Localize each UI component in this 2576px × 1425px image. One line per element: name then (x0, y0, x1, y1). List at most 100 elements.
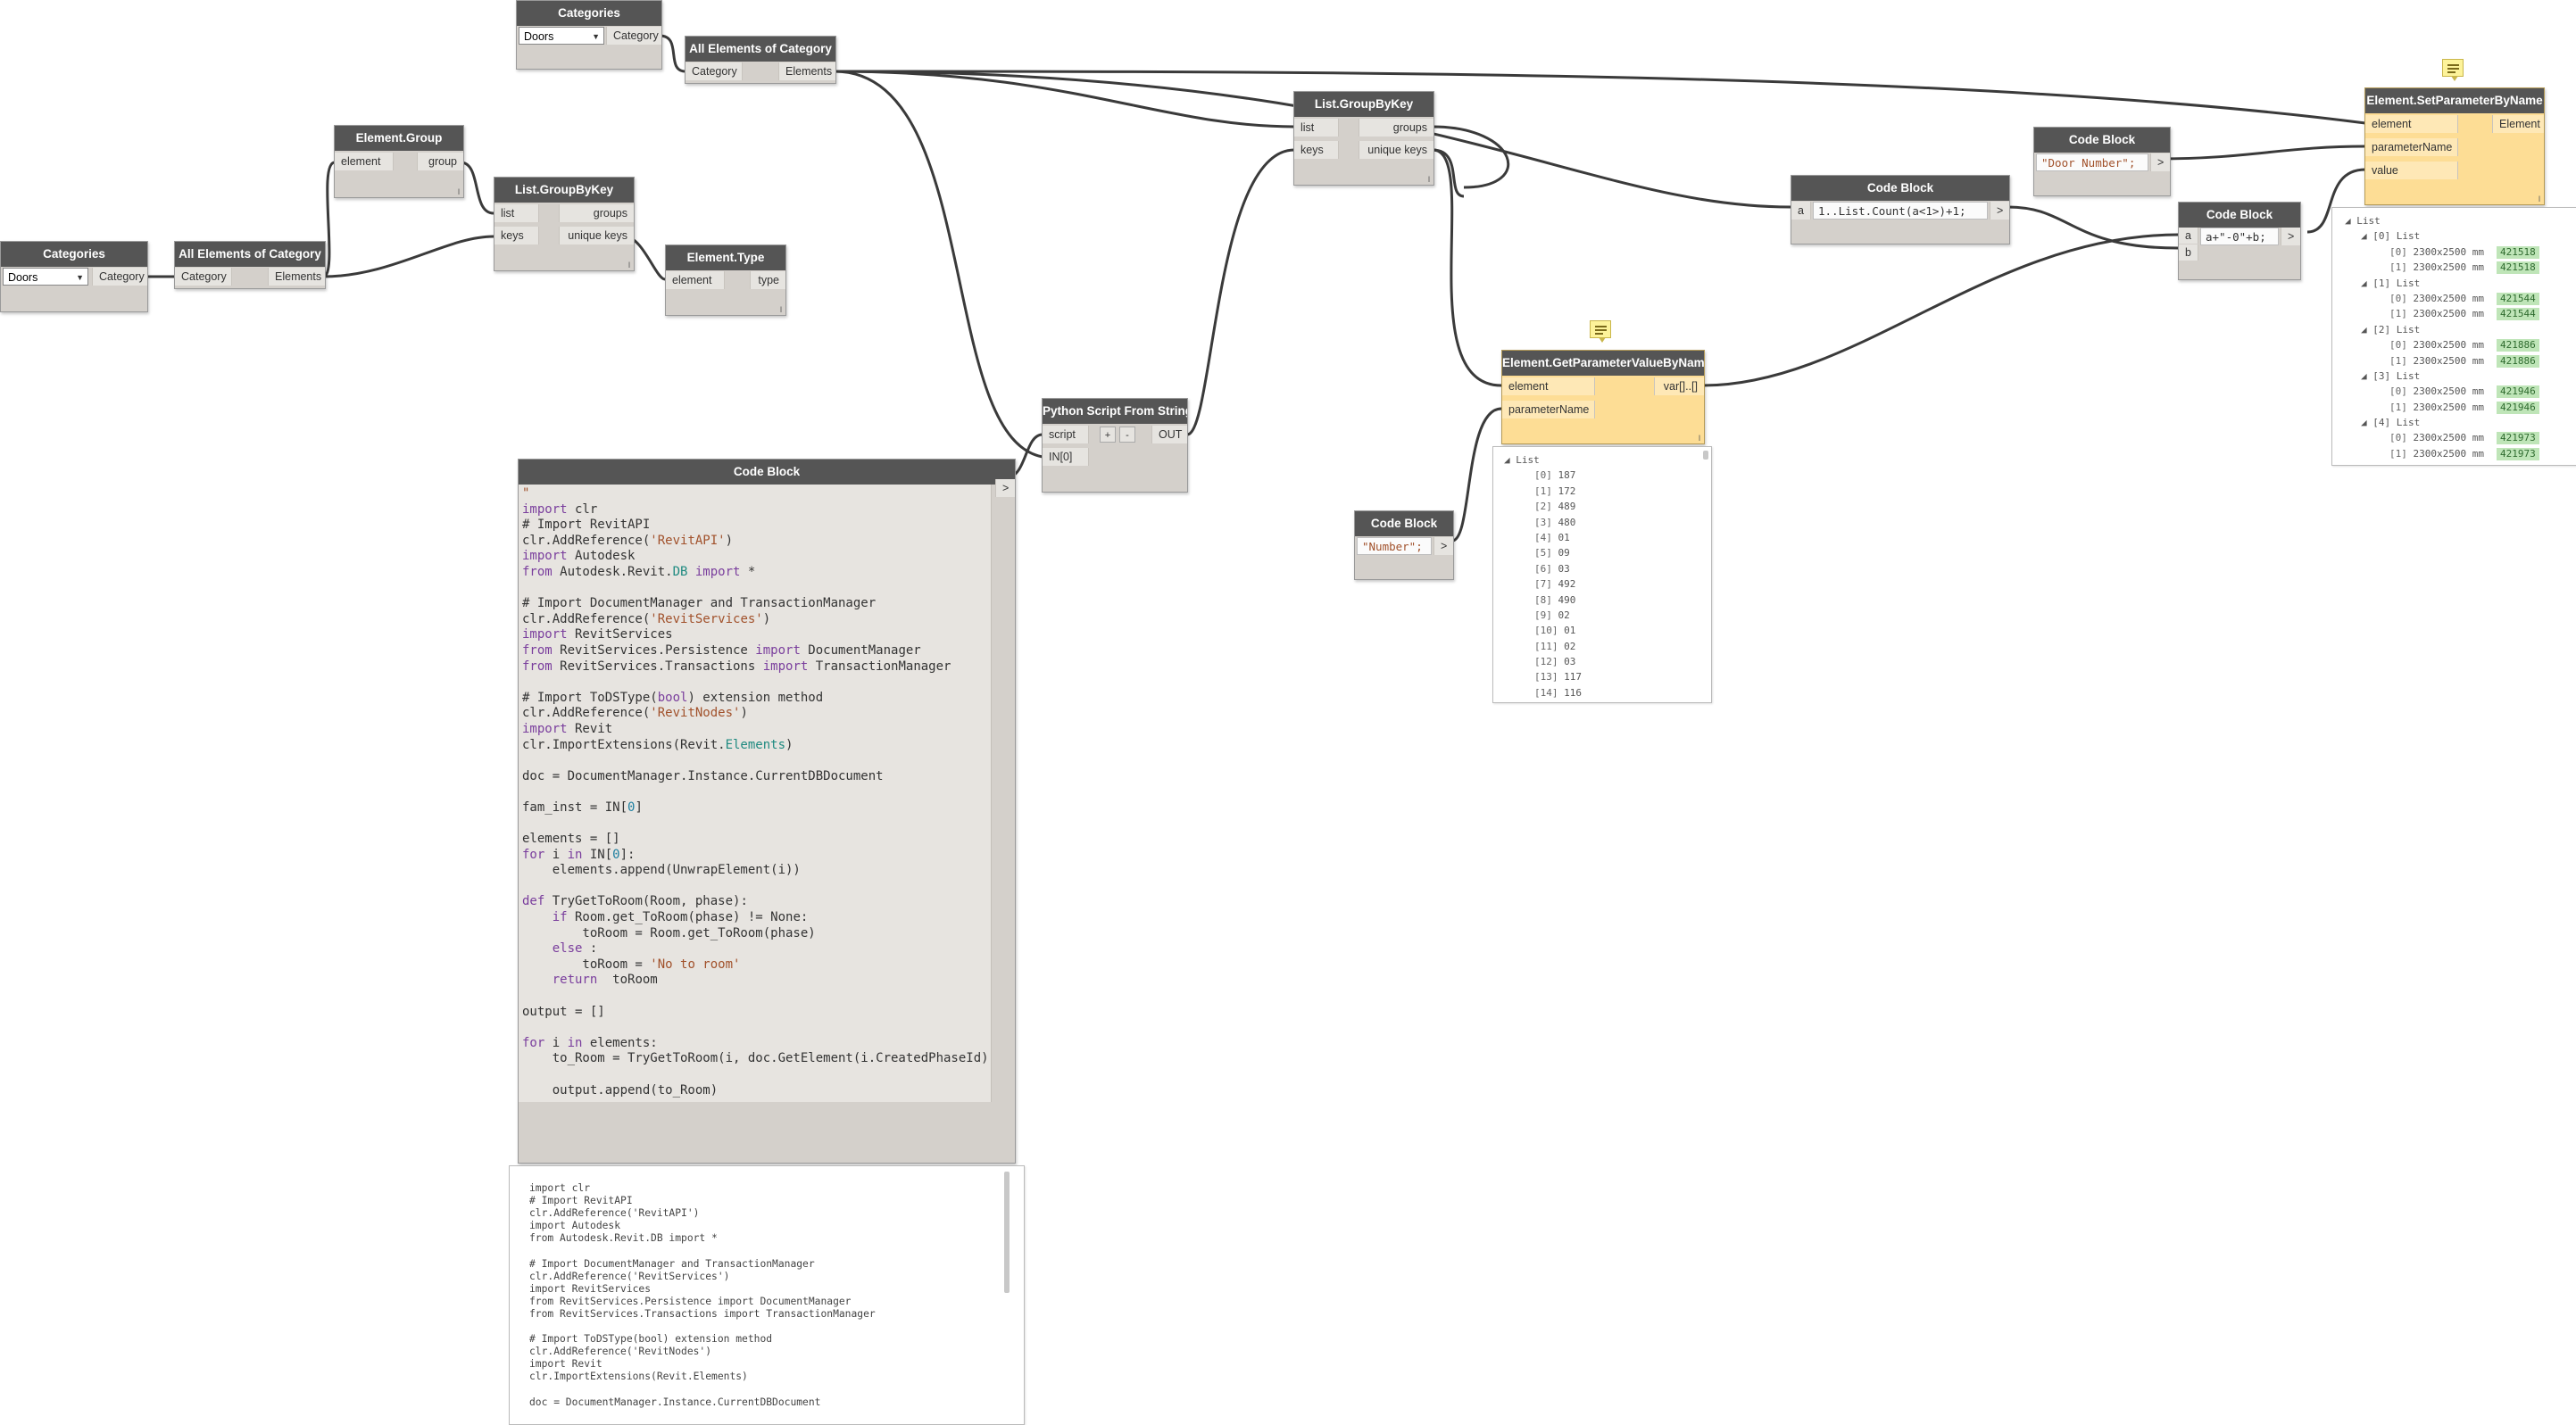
tree-group[interactable]: ◢ [2] List (2361, 323, 2421, 336)
note-icon[interactable] (1590, 320, 1611, 343)
lacing-icon[interactable]: l (628, 261, 630, 269)
input-port-element[interactable]: element (666, 271, 725, 289)
output-port-groups[interactable]: groups (1359, 119, 1433, 137)
input-port-a[interactable]: a (1791, 202, 1811, 220)
input-port-element[interactable]: element (335, 153, 394, 170)
watch-preview-get-parameter[interactable]: ◢ List[0] 187[1] 172[2] 489[3] 480[4] 01… (1492, 446, 1712, 703)
output-port-element[interactable]: Element (2492, 115, 2544, 133)
python-script-from-string-node[interactable]: Python Script From String script IN[0] +… (1042, 398, 1188, 493)
output-port-elements[interactable]: Elements (268, 268, 325, 286)
element-id-badge[interactable]: 421946 (2496, 401, 2539, 414)
input-port-in0[interactable]: IN[0] (1043, 448, 1089, 466)
node-title: Element.GetParameterValueByName (1502, 351, 1704, 376)
categories-node-left[interactable]: Categories Doors ▼ Category (0, 241, 148, 312)
input-port-element[interactable]: element (2365, 115, 2458, 133)
element-id-badge[interactable]: 421544 (2496, 308, 2539, 321)
output-port-type[interactable]: type (750, 271, 785, 289)
list-groupbykey-node-mid[interactable]: List.GroupByKey list keys groups unique … (1293, 91, 1434, 186)
node-title: Element.SetParameterByName (2365, 88, 2544, 113)
output-port-unique-keys[interactable]: unique keys (1359, 141, 1433, 159)
scrollbar[interactable] (1703, 451, 1708, 460)
output-port[interactable]: > (1990, 202, 2009, 220)
element-id-badge[interactable]: 421973 (2496, 432, 2539, 445)
lacing-icon[interactable]: l (780, 305, 782, 314)
output-port-var[interactable]: var[]..[] (1654, 377, 1704, 395)
output-port[interactable]: > (1433, 537, 1453, 555)
code-block-number-node[interactable]: Code Block "Number"; > (1354, 510, 1454, 580)
element-group-node[interactable]: Element.Group element group l (334, 125, 464, 198)
code-block-door-number-node[interactable]: Code Block "Door Number"; > (2033, 127, 2171, 196)
code-block-output-preview[interactable]: import clr # Import RevitAPI clr.AddRefe… (509, 1165, 1025, 1425)
all-elements-of-category-node-left[interactable]: All Elements of Category Category Elemen… (174, 241, 326, 289)
set-parameter-by-name-node[interactable]: Element.SetParameterByName element param… (2364, 87, 2545, 205)
input-port-value[interactable]: value (2365, 162, 2458, 179)
input-port-parameter-name[interactable]: parameterName (2365, 138, 2458, 156)
add-input-button[interactable]: + (1100, 427, 1116, 443)
output-port-elements[interactable]: Elements (778, 62, 835, 80)
element-id-badge[interactable]: 421886 (2496, 339, 2539, 352)
dropdown-value: Doors (8, 271, 38, 284)
list-item: [13] 117 (1534, 671, 1582, 684)
scrollbar[interactable] (1004, 1172, 1010, 1293)
output-port-unique-keys[interactable]: unique keys (559, 227, 634, 244)
output-port[interactable]: > (995, 479, 1015, 497)
element-id-badge[interactable]: 421973 (2496, 447, 2539, 460)
code-block-input[interactable]: "Door Number"; (2036, 153, 2148, 171)
get-parameter-value-by-name-node[interactable]: Element.GetParameterValueByName element … (1501, 350, 1705, 444)
element-id-badge[interactable]: 421886 (2496, 354, 2539, 368)
output-port-groups[interactable]: groups (559, 204, 634, 222)
categories-node-top[interactable]: Categories Doors ▼ Category (516, 0, 662, 70)
code-block-count-node[interactable]: Code Block a 1..List.Count(a<1>)+1; > (1791, 175, 2010, 244)
element-id-badge[interactable]: 421946 (2496, 385, 2539, 399)
code-block-input[interactable]: "Number"; (1357, 537, 1432, 555)
output-port[interactable]: > (2281, 228, 2300, 245)
remove-input-button[interactable]: - (1119, 427, 1135, 443)
tree-root[interactable]: ◢ List (2345, 215, 2381, 227)
input-port-a[interactable]: a (2179, 228, 2198, 244)
code-block-input[interactable]: 1..List.Count(a<1>)+1; (1813, 202, 1988, 220)
output-port[interactable]: > (2150, 153, 2170, 171)
tree-group[interactable]: ◢ [3] List (2361, 369, 2421, 382)
output-port-group[interactable]: group (417, 153, 463, 170)
lacing-icon[interactable]: l (1699, 434, 1700, 443)
tree-group[interactable]: ◢ [4] List (2361, 417, 2421, 429)
tree-group[interactable]: ◢ [1] List (2361, 277, 2421, 289)
input-port-parameter-name[interactable]: parameterName (1502, 401, 1595, 418)
code-block-concat-node[interactable]: Code Block a b a+"-0"+b; > (2178, 202, 2301, 280)
category-dropdown[interactable]: Doors ▼ (3, 268, 88, 286)
code-block-input[interactable]: a+"-0"+b; (2200, 228, 2279, 245)
list-groupbykey-node-left[interactable]: List.GroupByKey list keys groups unique … (494, 177, 635, 271)
input-port-keys[interactable]: keys (494, 227, 539, 244)
output-port-category[interactable]: Category (606, 27, 661, 45)
lacing-icon[interactable]: l (458, 187, 460, 196)
input-port-keys[interactable]: keys (1294, 141, 1339, 159)
node-title: Python Script From String (1043, 399, 1187, 424)
output-port-category[interactable]: Category (92, 268, 147, 286)
code-block-python-source-node[interactable]: Code Block " import clr # Import RevitAP… (518, 459, 1016, 1164)
element-id-badge[interactable]: 421544 (2496, 292, 2539, 305)
lacing-icon[interactable]: l (1428, 175, 1430, 184)
input-port-element[interactable]: element (1502, 377, 1595, 395)
output-port-out[interactable]: OUT (1151, 426, 1187, 443)
dropdown-value: Doors (524, 30, 554, 43)
all-elements-of-category-node-top[interactable]: All Elements of Category Category Elemen… (685, 36, 836, 84)
input-port-category[interactable]: Category (175, 268, 232, 286)
input-port-script[interactable]: script (1043, 426, 1089, 443)
element-id-badge[interactable]: 421518 (2496, 245, 2539, 259)
tree-root[interactable]: ◢ List (1504, 454, 1540, 466)
tree-group[interactable]: ◢ [0] List (2361, 230, 2421, 243)
category-dropdown[interactable]: Doors ▼ (519, 27, 604, 45)
element-id-badge[interactable]: 421518 (2496, 261, 2539, 275)
element-type-node[interactable]: Element.Type element type l (665, 244, 786, 316)
node-title: Code Block (2179, 203, 2300, 228)
input-port-list[interactable]: list (1294, 119, 1339, 137)
note-icon[interactable] (2442, 59, 2464, 81)
input-port-list[interactable]: list (494, 204, 539, 222)
input-port-b[interactable]: b (2179, 244, 2198, 261)
code-editor[interactable]: " import clr # Import RevitAPI clr.AddRe… (519, 485, 992, 1102)
input-port-category[interactable]: Category (686, 62, 743, 80)
lacing-icon[interactable]: l (2539, 195, 2540, 203)
